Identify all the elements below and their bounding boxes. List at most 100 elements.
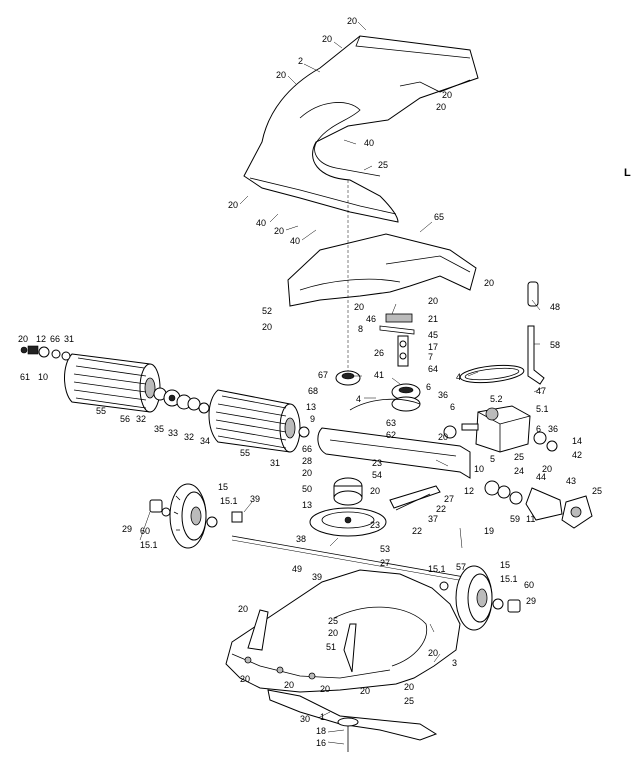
callout-ar: 6 <box>450 402 455 412</box>
callout-w: 45 <box>428 330 438 340</box>
roller-hardware-left <box>20 345 210 414</box>
callout-cy: 15.1 <box>500 574 518 584</box>
callout-i: 20 <box>228 200 238 210</box>
callout-g: 40 <box>364 138 374 148</box>
callout-cm: 15.1 <box>140 540 158 550</box>
rear-roller-right <box>208 389 310 453</box>
rear-cover <box>243 35 479 223</box>
callout-ce: 39 <box>250 494 260 504</box>
callout-z: 7 <box>428 352 433 362</box>
callout-bk: 31 <box>270 458 280 468</box>
callout-ca: 27 <box>444 494 454 504</box>
callout-as: 5.1 <box>536 404 549 414</box>
callout-m: 65 <box>434 212 444 222</box>
callout-ac: 20 <box>18 334 28 344</box>
callout-cu: 27 <box>380 558 390 568</box>
callout-bw: 43 <box>566 476 576 486</box>
callout-co: 23 <box>370 520 380 530</box>
callout-n: 20 <box>484 278 494 288</box>
callout-bc: 63 <box>386 418 396 428</box>
callout-cg: 22 <box>436 504 446 514</box>
handle-lever <box>527 281 545 385</box>
pulleys <box>335 370 421 412</box>
callout-dp: 18 <box>316 726 326 736</box>
callout-cf: 13 <box>302 500 312 510</box>
callout-ah: 10 <box>38 372 48 382</box>
callout-an: 68 <box>308 386 318 396</box>
callout-de: 51 <box>326 642 336 652</box>
callout-a: 20 <box>347 16 357 26</box>
callout-ch: 37 <box>428 514 438 524</box>
callout-bs: 54 <box>372 470 382 480</box>
callout-cr: 53 <box>380 544 390 554</box>
callout-dc: 25 <box>328 616 338 626</box>
callout-bp: 20 <box>542 464 552 474</box>
callout-ab: 64 <box>428 364 438 374</box>
callout-cs: 49 <box>292 564 302 574</box>
callout-cl: 60 <box>140 526 150 536</box>
callout-t: 46 <box>366 314 376 324</box>
callout-bg: 36 <box>548 424 558 434</box>
callout-labels: 20 20 2 20 20 20 40 25 20 40 20 40 65 20… <box>18 16 602 748</box>
callout-s: 48 <box>550 302 560 312</box>
callout-d: 20 <box>276 70 286 80</box>
callout-cp: 22 <box>412 526 422 536</box>
callout-bz: 20 <box>370 486 380 496</box>
callout-az: 34 <box>200 436 210 446</box>
callout-ck: 29 <box>122 524 132 534</box>
callout-bm: 28 <box>302 456 312 466</box>
callout-u: 21 <box>428 314 438 324</box>
callout-bv: 44 <box>536 472 546 482</box>
callout-dm: 25 <box>404 696 414 706</box>
callout-h: 25 <box>378 160 388 170</box>
drive-belt <box>459 364 525 384</box>
callout-k: 20 <box>274 226 284 236</box>
callout-r: 20 <box>354 302 364 312</box>
callout-c: 2 <box>298 56 303 66</box>
callout-bo: 25 <box>514 452 524 462</box>
callout-ci: 59 <box>510 514 520 524</box>
callout-ai: 67 <box>318 370 328 380</box>
callout-do: 1 <box>320 712 325 722</box>
callout-ay: 32 <box>184 432 194 442</box>
callout-df: 20 <box>428 648 438 658</box>
leader-lines <box>139 21 543 745</box>
callout-bj: 55 <box>240 448 250 458</box>
callout-bq: 20 <box>302 468 312 478</box>
callout-dk: 20 <box>360 686 370 696</box>
wheel-right <box>439 565 521 631</box>
height-adjust-bracket <box>379 313 415 367</box>
callout-aw: 35 <box>154 424 164 434</box>
callout-af: 31 <box>64 334 74 344</box>
callout-bt: 10 <box>474 464 484 474</box>
blade-pulley <box>309 477 387 537</box>
callout-b: 20 <box>322 34 332 44</box>
callout-am: 47 <box>536 386 546 396</box>
edge-letter: L <box>624 167 631 179</box>
callout-bb: 9 <box>310 414 315 424</box>
callout-j: 40 <box>256 218 266 228</box>
callout-bx: 25 <box>592 486 602 496</box>
callout-cd: 15.1 <box>220 496 238 506</box>
callout-dn: 30 <box>300 714 310 724</box>
callout-db: 20 <box>238 604 248 614</box>
callout-ct: 39 <box>312 572 322 582</box>
callout-v: 8 <box>358 324 363 334</box>
callout-aq: 36 <box>438 390 448 400</box>
gearbox <box>461 405 531 453</box>
callout-bh: 14 <box>572 436 582 446</box>
callout-cz: 60 <box>524 580 534 590</box>
callout-dq: 16 <box>316 738 326 748</box>
callout-ba: 13 <box>306 402 316 412</box>
mower-deck <box>225 569 461 693</box>
callout-av: 32 <box>136 414 146 424</box>
callout-ad: 12 <box>36 334 46 344</box>
callout-bl: 66 <box>302 444 312 454</box>
callout-dj: 20 <box>320 684 330 694</box>
callout-bn: 5 <box>490 454 495 464</box>
callout-at: 55 <box>96 406 106 416</box>
callout-p: 52 <box>262 306 272 316</box>
wheel-left <box>149 483 243 549</box>
callout-y: 26 <box>374 348 384 358</box>
callout-ag: 61 <box>20 372 30 382</box>
